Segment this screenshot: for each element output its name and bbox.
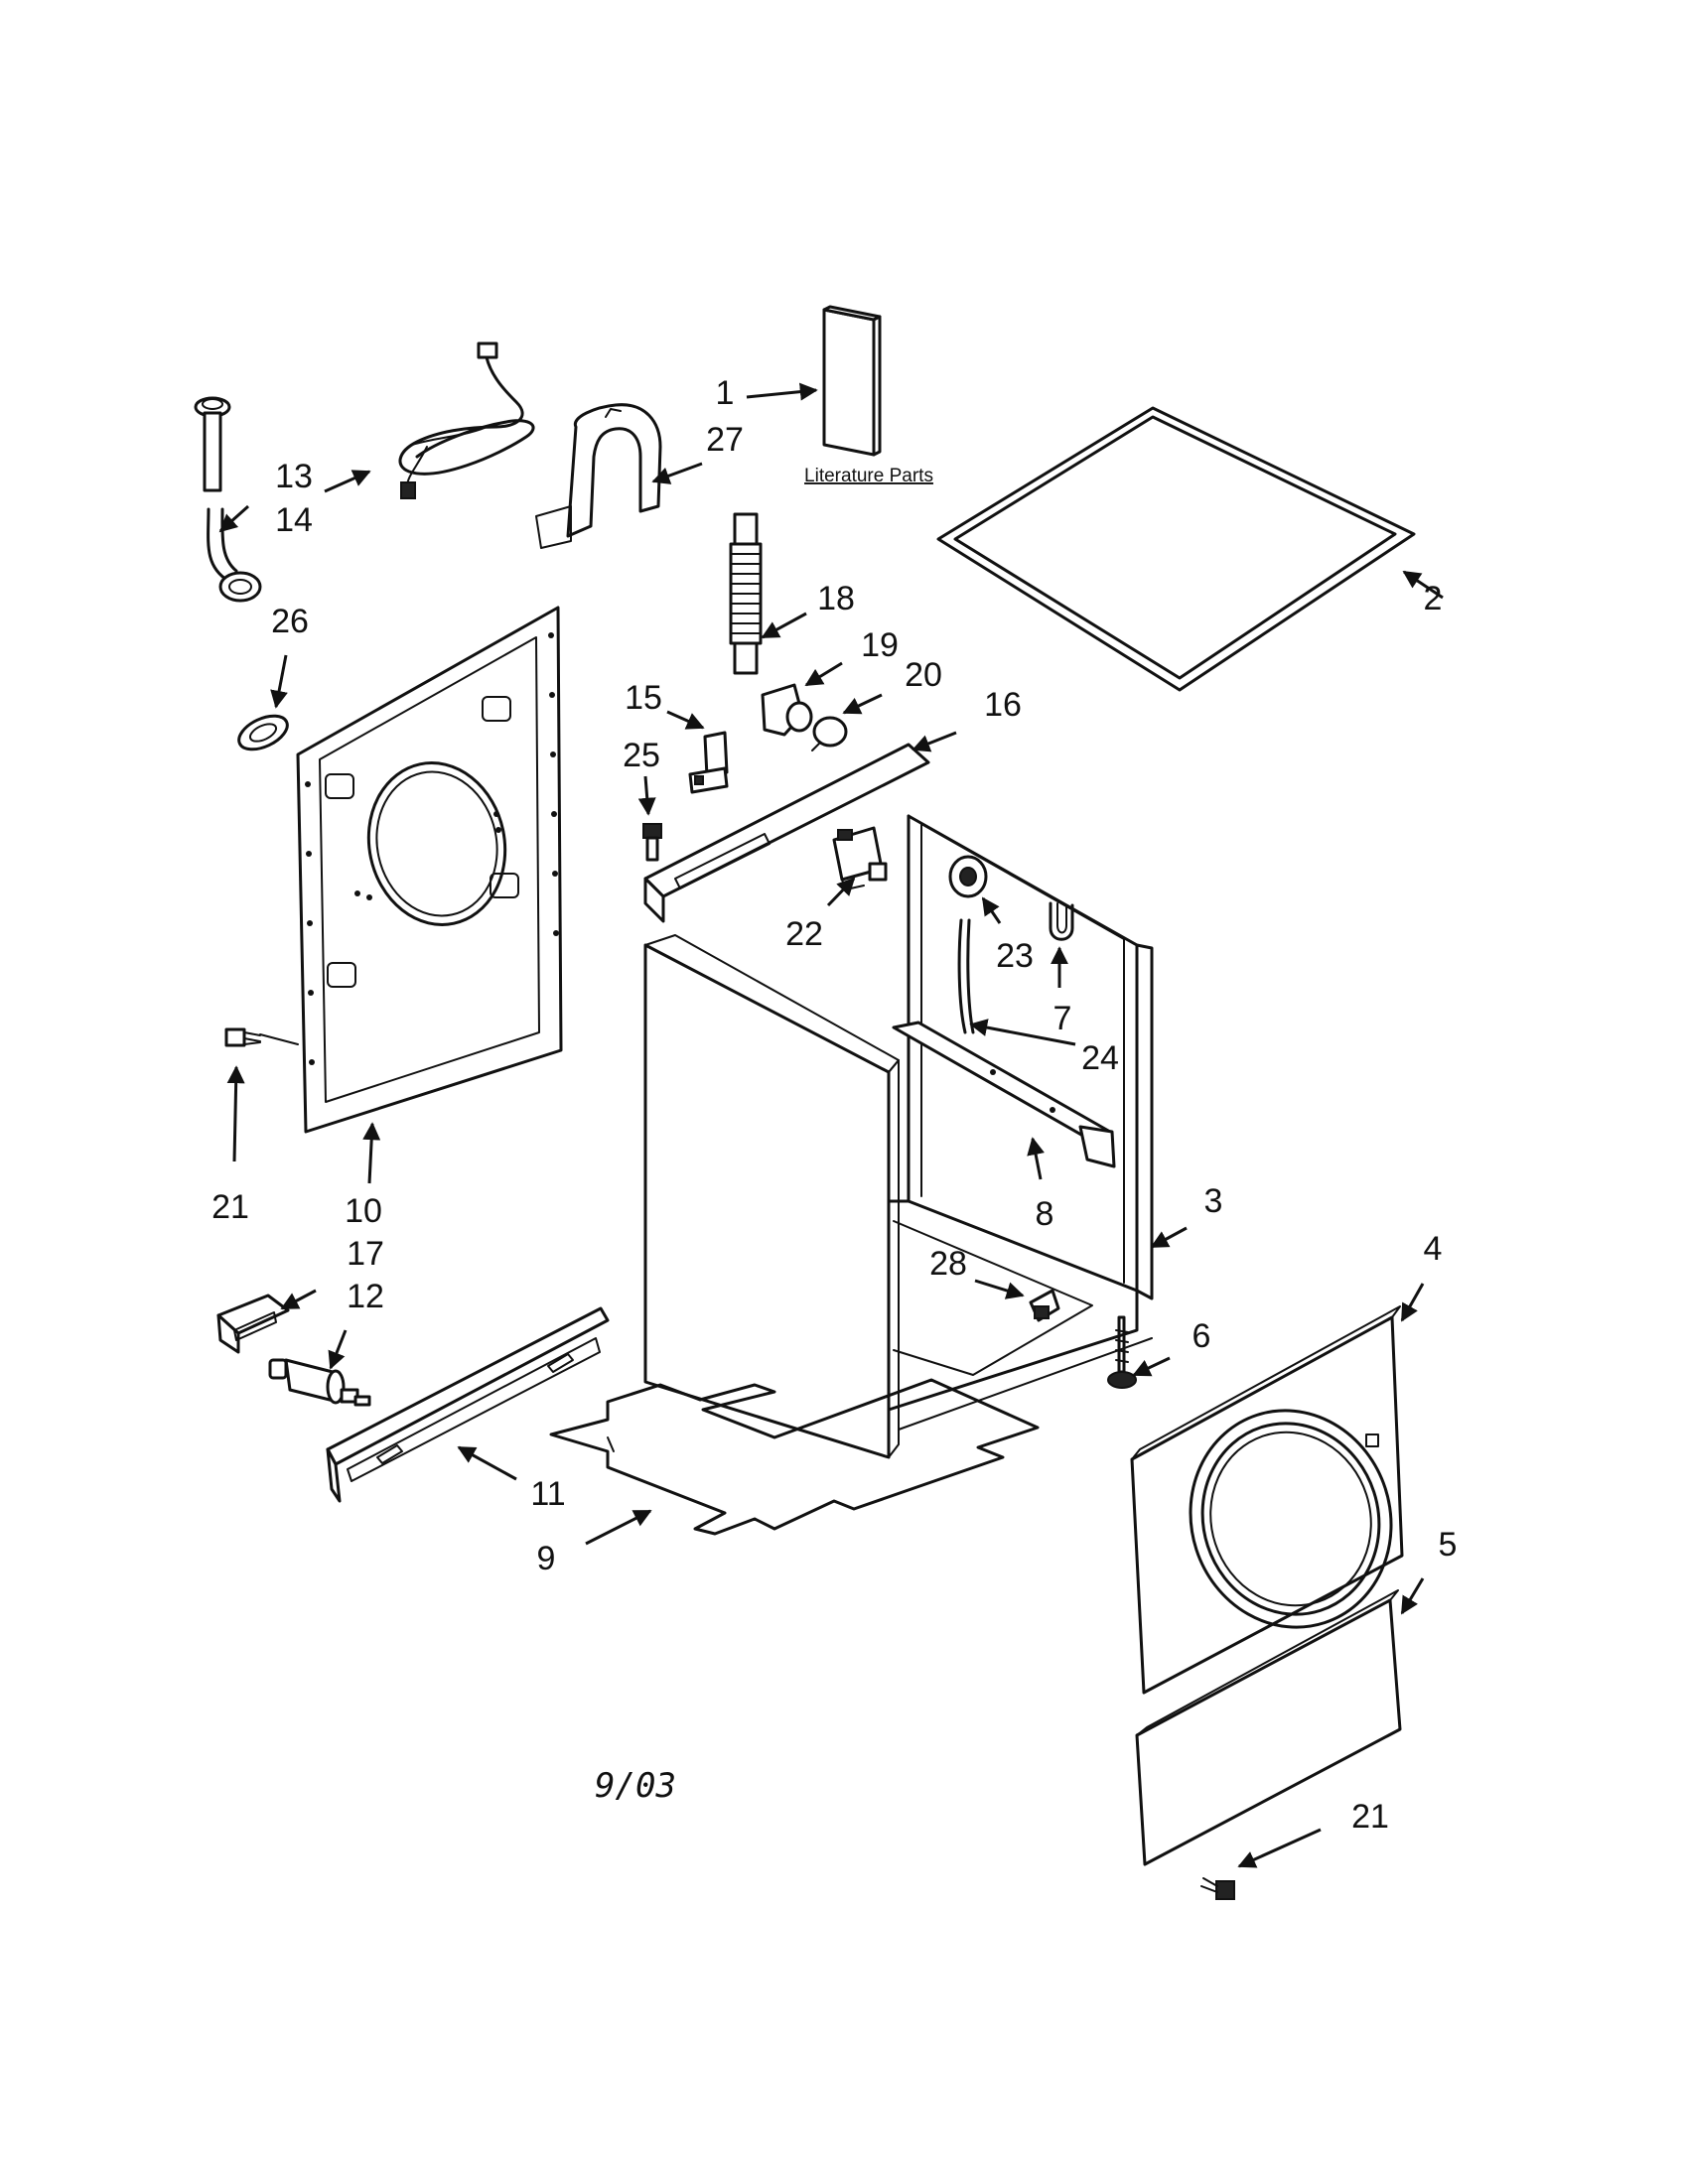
part-pressure-switch (832, 826, 888, 890)
callout-13: 13 (275, 458, 313, 495)
arrow-19 (804, 661, 843, 687)
part-screw-25 (642, 823, 662, 862)
part-grommet (237, 714, 289, 751)
part-base-tray (549, 1378, 1040, 1536)
callout-17: 17 (347, 1235, 384, 1273)
callout-6: 6 (1193, 1317, 1211, 1355)
callout-27: 27 (706, 421, 744, 459)
part-clamp (811, 716, 848, 751)
callout-21-right: 21 (1351, 1798, 1389, 1836)
part-cylinder (268, 1358, 371, 1407)
arrow-18 (761, 612, 807, 639)
callout-12: 12 (347, 1278, 384, 1315)
arrow-8 (1027, 1137, 1045, 1180)
callout-24: 24 (1081, 1039, 1119, 1077)
callout-23: 23 (996, 937, 1034, 975)
arrow-4 (1400, 1283, 1425, 1322)
arrow-26 (270, 654, 288, 709)
callout-25: 25 (623, 737, 660, 774)
callout-19: 19 (861, 626, 899, 664)
arrow-wire-harness (324, 470, 371, 493)
callout-16: 16 (984, 686, 1022, 724)
arrow-20 (842, 693, 883, 715)
literature-parts-label: Literature Parts (804, 466, 933, 486)
arrow-22 (826, 877, 856, 907)
callout-7: 7 (1053, 1000, 1072, 1037)
part-cross-brace (892, 1021, 1116, 1168)
callout-labels: 1 2 3 4 5 6 7 8 9 10 11 12 13 14 15 16 1… (211, 374, 1457, 1836)
part-u-hook (1049, 901, 1074, 941)
arrow-15 (666, 710, 705, 730)
callout-11: 11 (530, 1475, 565, 1513)
arrow-5 (1400, 1577, 1425, 1615)
callout-9: 9 (537, 1540, 556, 1577)
callout-18: 18 (817, 580, 855, 617)
part-wire-harness (398, 341, 535, 499)
callout-15: 15 (625, 679, 662, 717)
arrow-13-14 (218, 504, 249, 533)
part-base-clip (1029, 1289, 1060, 1322)
part-top-gasket (936, 406, 1416, 692)
part-latch (216, 1294, 290, 1354)
part-literature-booklet (822, 305, 882, 457)
arrow-16 (912, 731, 957, 752)
part-top-rail (643, 743, 930, 923)
part-bracket (688, 731, 729, 794)
callout-20: 20 (905, 656, 942, 694)
callout-4: 4 (1424, 1230, 1443, 1268)
arrow-28 (974, 1279, 1025, 1299)
callout-21-left: 21 (211, 1188, 249, 1226)
arrow-21-left (226, 1065, 245, 1162)
callout-10: 10 (345, 1192, 382, 1230)
arrow-9 (585, 1509, 652, 1546)
part-hose-hanger (535, 403, 662, 549)
arrow-23 (981, 896, 1002, 924)
part-leveling-leg (1107, 1315, 1137, 1389)
arrow-6 (1132, 1356, 1171, 1377)
callout-8: 8 (1036, 1195, 1054, 1233)
arrow-21-right (1237, 1828, 1322, 1868)
arrow-11 (457, 1445, 517, 1481)
arrow-3 (1150, 1226, 1188, 1249)
part-valve (948, 855, 988, 1034)
callout-3: 3 (1204, 1182, 1223, 1220)
callout-2: 2 (1424, 580, 1443, 617)
callout-1: 1 (716, 374, 735, 412)
arrow-2 (1402, 570, 1444, 600)
arrow-27 (651, 462, 703, 484)
arrow-24 (969, 1019, 1076, 1046)
arrow-10 (362, 1122, 381, 1184)
part-bottom-rail (326, 1306, 610, 1503)
part-front-panel (1130, 1305, 1404, 1695)
arrow-12 (328, 1329, 348, 1370)
callout-14: 14 (275, 501, 313, 539)
arrow-25 (637, 775, 656, 816)
arrow-17 (280, 1289, 317, 1310)
part-fill-hose (194, 396, 262, 603)
callout-28: 28 (929, 1245, 967, 1283)
part-screw-left (224, 1027, 299, 1047)
revision-date: 9/03 (595, 1766, 676, 1806)
part-elbow (761, 683, 813, 737)
part-cabinet (643, 814, 1154, 1459)
part-kickplate (1135, 1589, 1402, 1866)
leader-arrows (218, 382, 1444, 1868)
part-drain-hose (729, 512, 763, 675)
callout-26: 26 (271, 603, 309, 640)
arrow-1 (746, 382, 818, 401)
part-screw-right (1200, 1877, 1235, 1900)
callout-22: 22 (785, 915, 823, 953)
callout-5: 5 (1439, 1526, 1458, 1564)
part-rear-panel (296, 606, 563, 1134)
